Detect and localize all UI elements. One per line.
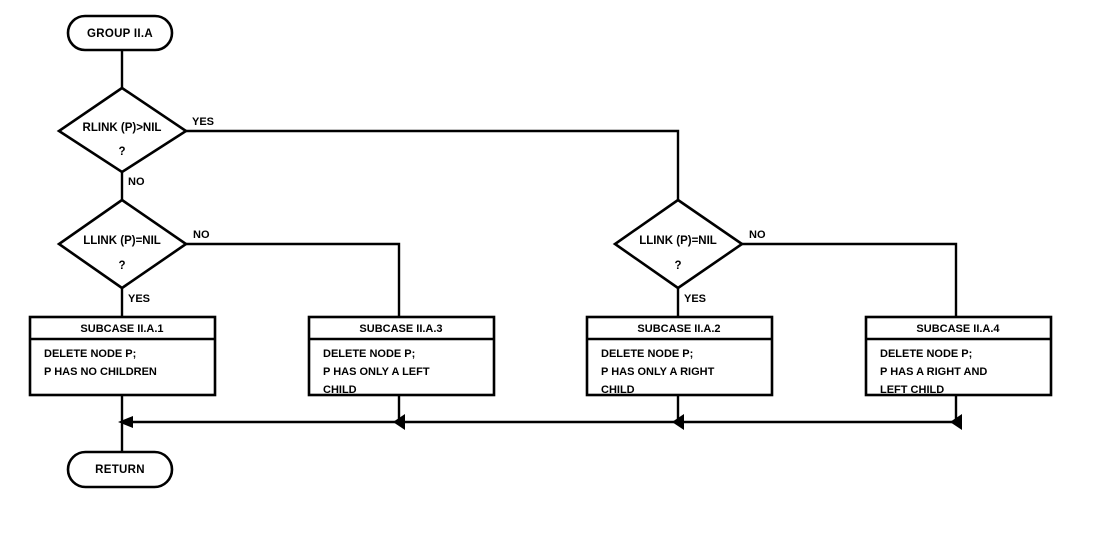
subcase-1-title: SUBCASE II.A.1 xyxy=(80,323,163,335)
subcase-4-line-3: LEFT CHILD xyxy=(880,384,944,396)
terminal-return[interactable]: RETURN xyxy=(66,450,174,489)
decision-d2-yes-label: YES xyxy=(128,293,150,305)
decision-d1-yes-label: YES xyxy=(192,116,214,128)
edge-d1-yes-to-d3 xyxy=(186,129,680,200)
decision-d1-question-mark: ? xyxy=(118,146,125,158)
subcase-3-line-2: P HAS ONLY A LEFT xyxy=(323,366,430,378)
decision-d2-condition: LLINK (P)=NIL xyxy=(83,235,161,247)
connector-group xyxy=(118,50,962,452)
subcase-1-outer xyxy=(28,315,217,397)
subcase-4-outer xyxy=(864,315,1053,397)
terminal-start[interactable]: GROUP II.A xyxy=(66,14,174,52)
subcase-box-ii-a-1[interactable]: SUBCASE II.A.1 DELETE NODE P; P HAS NO C… xyxy=(28,315,217,397)
arrowhead-bar-corner xyxy=(950,414,962,430)
decision-d3-yes-label: YES xyxy=(684,293,706,305)
arrowhead-s2-into-bar xyxy=(672,414,684,430)
decision-rlink-gt-nil[interactable]: RLINK (P)>NIL ? xyxy=(56,86,189,174)
subcase-box-ii-a-2[interactable]: SUBCASE II.A.2 DELETE NODE P; P HAS ONLY… xyxy=(585,315,774,397)
subcase-3-outer xyxy=(307,315,496,397)
arrowhead-into-return xyxy=(118,416,133,428)
decision-d1-no-label: NO xyxy=(128,176,145,188)
subcase-2-title: SUBCASE II.A.2 xyxy=(637,323,720,335)
decision-d3-shape xyxy=(612,198,745,290)
subcase-box-ii-a-3[interactable]: SUBCASE II.A.3 DELETE NODE P; P HAS ONLY… xyxy=(307,315,496,397)
subcase-4-title: SUBCASE II.A.4 xyxy=(916,323,1000,335)
subcase-2-outer xyxy=(585,315,774,397)
subcase-3-line-1: DELETE NODE P; xyxy=(323,348,415,360)
subcase-4-line-2: P HAS A RIGHT AND xyxy=(880,366,987,378)
edge-d3-no-to-s4 xyxy=(742,242,958,317)
terminal-start-label: GROUP II.A xyxy=(87,28,153,40)
decision-d3-question-mark: ? xyxy=(674,260,681,272)
subcase-2-line-3: CHILD xyxy=(601,384,635,396)
edge-d2-no-to-s3 xyxy=(186,242,401,317)
terminal-return-label: RETURN xyxy=(95,464,145,476)
terminal-start-shape xyxy=(66,14,174,52)
decision-d3-condition: LLINK (P)=NIL xyxy=(639,235,717,247)
decision-d2-question-mark: ? xyxy=(118,260,125,272)
terminal-return-shape xyxy=(66,450,174,489)
subcase-4-line-1: DELETE NODE P; xyxy=(880,348,972,360)
subcase-1-line-2: P HAS NO CHILDREN xyxy=(44,366,157,378)
subcase-3-title: SUBCASE II.A.3 xyxy=(359,323,442,335)
decision-d2-shape xyxy=(56,198,189,290)
subcase-box-ii-a-4[interactable]: SUBCASE II.A.4 DELETE NODE P; P HAS A RI… xyxy=(864,315,1053,397)
decision-d1-shape xyxy=(56,86,189,174)
decision-d1-condition: RLINK (P)>NIL xyxy=(83,122,162,134)
decision-llink-eq-nil-left[interactable]: LLINK (P)=NIL ? xyxy=(56,198,189,290)
subcase-2-line-2: P HAS ONLY A RIGHT xyxy=(601,366,715,378)
decision-llink-eq-nil-right[interactable]: LLINK (P)=NIL ? xyxy=(612,198,745,290)
subcase-2-line-1: DELETE NODE P; xyxy=(601,348,693,360)
decision-d2-no-label: NO xyxy=(193,229,210,241)
subcase-1-line-1: DELETE NODE P; xyxy=(44,348,136,360)
arrowhead-s3-into-bar xyxy=(393,414,405,430)
subcase-3-line-3: CHILD xyxy=(323,384,357,396)
decision-d3-no-label: NO xyxy=(749,229,766,241)
